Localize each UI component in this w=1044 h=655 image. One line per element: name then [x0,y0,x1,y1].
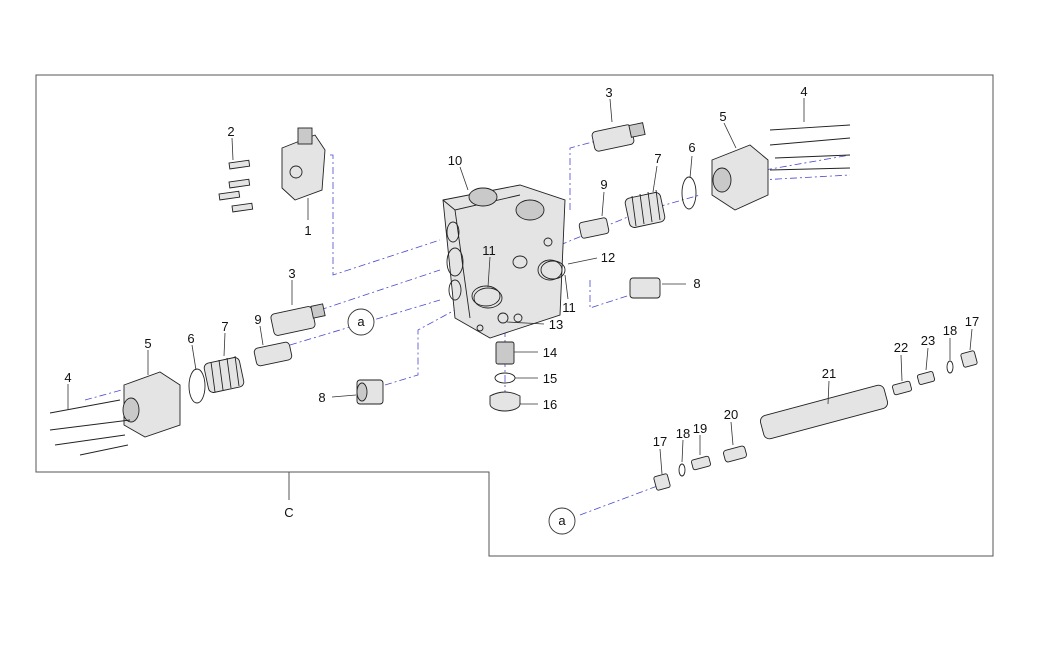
spring-right [624,189,666,228]
bracket-assembly [218,127,326,213]
end-cap-right [711,124,851,211]
callout-9-left: 9 [254,312,261,327]
o-ring-right [681,176,697,210]
callout-8-lower: 8 [318,390,325,405]
callout-11-front: 11 [482,243,496,258]
callout-11-side: 11 [562,300,576,315]
svg-text:a: a [558,513,566,528]
callout-5-left: 5 [144,336,151,351]
callout-17-left: 17 [653,434,667,449]
reference-marker-upper: a [347,308,375,336]
callout-10: 10 [448,153,462,168]
poppet-right [578,217,610,239]
callout-8-right: 8 [693,276,700,291]
seal-small [512,255,528,269]
insert-14 [495,341,515,365]
callout-22: 22 [894,340,908,355]
callout-2: 2 [227,124,234,139]
callout-13: 13 [549,317,563,332]
callout-17-right: 17 [965,314,979,329]
o-ring-left [188,368,206,404]
callout-14: 14 [543,345,557,360]
section-label: C [284,505,293,520]
callout-6-right: 6 [688,140,695,155]
callout-7-left: 7 [221,319,228,334]
reference-marker-lower: a [548,507,576,535]
callout-12: 12 [601,250,615,265]
callout-3-upper: 3 [605,85,612,100]
plug-right [629,277,661,299]
cartridge-lower [270,303,326,336]
plug-lower [356,379,384,405]
callout-labels: 1 2 3 3 4 4 5 5 6 6 7 7 8 8 9 9 10 11 11… [64,84,979,449]
seal-side [540,260,566,280]
callout-16: 16 [543,397,557,412]
callout-23: 23 [921,333,935,348]
svg-text:a: a [357,314,365,329]
callout-4-right: 4 [800,84,807,99]
spool-assembly [653,350,978,491]
poppet-left [253,341,293,367]
callout-20: 20 [724,407,738,422]
callout-7-right: 7 [654,151,661,166]
end-cap-left [49,371,181,456]
callout-18-left: 18 [676,426,690,441]
spring-left [203,355,245,393]
cartridge-upper [591,122,646,152]
callout-6-left: 6 [187,331,194,346]
callout-1: 1 [304,223,311,238]
callout-9-right: 9 [600,177,607,192]
callout-19: 19 [693,421,707,436]
callout-15: 15 [543,371,557,386]
cap-16 [489,391,521,412]
valve-block [442,184,566,339]
callout-5-right: 5 [719,109,726,124]
seal-front [473,287,503,309]
callout-leaders [67,98,973,475]
callout-4-left: 4 [64,370,71,385]
callout-21: 21 [822,366,836,381]
callout-18-right: 18 [943,323,957,338]
callout-3-lower: 3 [288,266,295,281]
ball-13 [497,312,509,324]
section-frame [35,74,994,557]
